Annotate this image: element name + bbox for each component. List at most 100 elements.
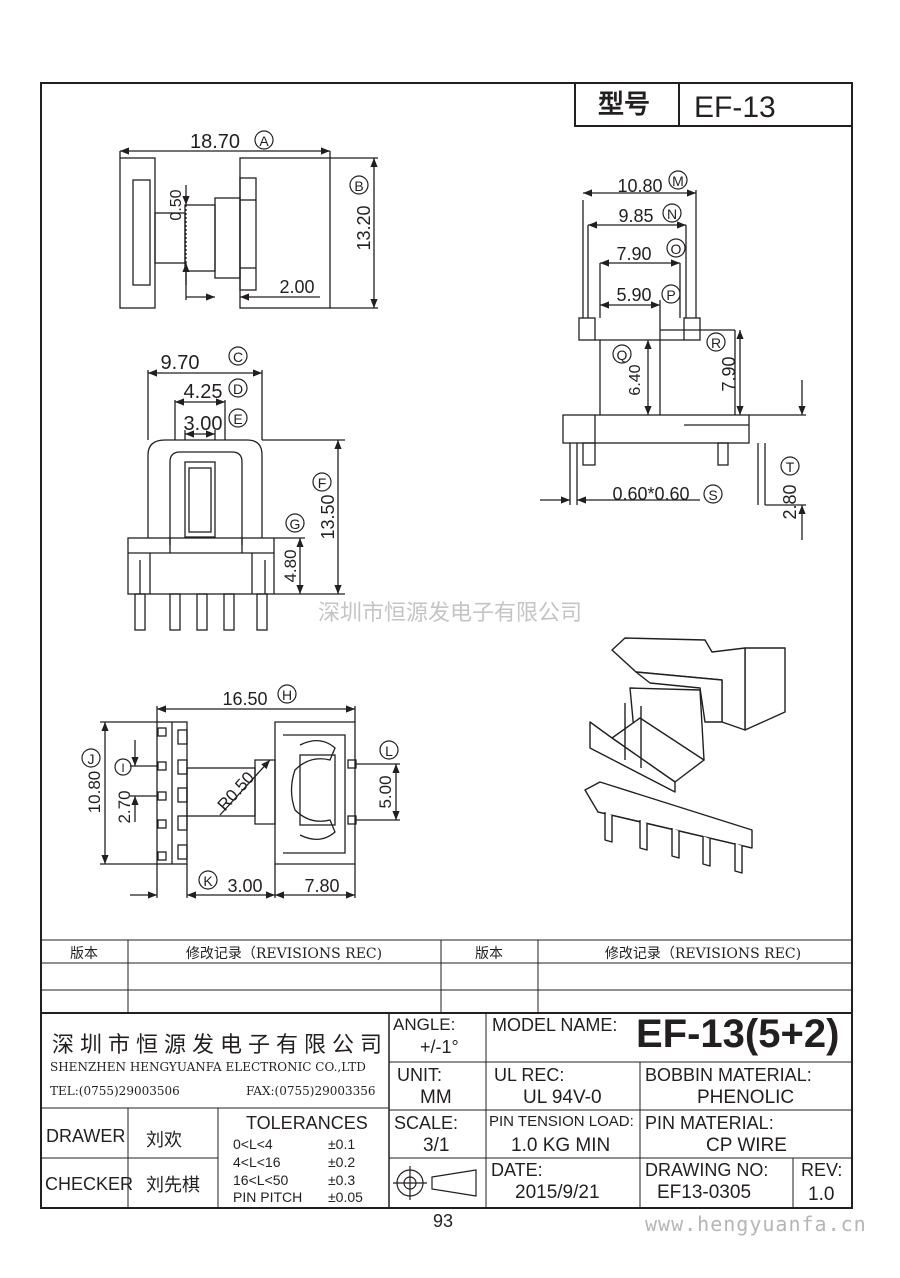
tolerance-value-2: ±0.2 [328,1154,356,1170]
model-name-value: EF-13(5+2) [636,1012,840,1056]
dim-R-letter: R [711,335,721,351]
checker-label: CHECKER [45,1174,134,1194]
scale-label: SCALE: [394,1113,459,1133]
dim-Q-letter: Q [617,347,628,363]
revision-records-label-left: 修改记录（REVISIONS REC) [186,946,382,962]
tolerance-value-3: ±0.3 [328,1172,356,1188]
revision-version-label-left: 版本 [70,946,98,962]
pin-material-label: PIN MATERIAL: [645,1113,774,1133]
page-number: 93 [433,1211,454,1231]
view-right-profile [540,189,806,540]
dim-O-letter: O [671,241,682,257]
dim-Q-value: 6.40 [627,364,644,395]
bobbin-material-value: PHENOLIC [697,1087,795,1108]
rev-value: 1.0 [808,1184,835,1205]
tolerance-range-4: PIN PITCH [233,1189,303,1205]
dim-S-value: 0.60*0.60 [612,484,689,504]
dim-H-letter: H [282,687,292,703]
pin-tension-label: PIN TENSION LOAD: [489,1113,634,1130]
tolerance-range-1: 0<L<4 [233,1136,273,1152]
dim-E-value: 3.00 [184,413,223,435]
ul-rec-label: UL REC: [494,1065,565,1085]
dim-P-letter: P [666,287,675,303]
watermark-text: 深圳市恒源发电子有限公司 [318,600,582,625]
company-name-cn: 深圳市恒源发电子有限公司 [52,1033,389,1058]
dim-T-letter: T [786,459,795,475]
bobbin-material-label: BOBBIN MATERIAL: [645,1065,812,1085]
projection-symbol-icon [393,1166,477,1200]
rev-label: REV: [801,1160,843,1180]
dim-radius-value: R0.50 [214,768,258,814]
drawing-no-label: DRAWING NO: [645,1160,769,1180]
unit-label: UNIT: [397,1065,442,1085]
dim-A-value: 18.70 [190,131,240,153]
dim-780-value: 7.80 [304,876,339,896]
dim-H-value: 16.50 [222,689,267,709]
dim-R-value: 7.90 [719,356,739,391]
dim-N-letter: N [667,206,677,222]
tolerance-range-2: 4<L<16 [233,1154,281,1170]
dim-M-value: 10.80 [617,176,662,196]
dim-T-value: 2.80 [780,484,800,519]
ul-rec-value: UL 94V-0 [523,1087,602,1108]
tolerances-label: TOLERANCES [246,1113,368,1133]
view-bottom-profile [100,705,400,899]
company-fax: FAX:(0755)29003356 [246,1084,376,1098]
dim-A-letter: A [259,133,269,149]
dim-J-value: 10.80 [85,771,104,814]
view-3d-bobbin [584,637,786,874]
dim-D-letter: D [233,381,243,397]
model-name-label: MODEL NAME: [492,1015,618,1035]
dim-C-value: 9.70 [161,352,200,374]
tolerance-value-4: ±0.05 [328,1189,363,1205]
tolerance-value-1: ±0.1 [328,1136,356,1152]
dim-K-letter: K [203,873,213,889]
dim-O-value: 7.90 [616,244,651,264]
dim-F-letter: F [318,475,327,491]
dim-I-value: 2.70 [115,790,134,823]
dim-L-letter: L [385,743,393,759]
dim-K-value: 3.00 [227,876,262,896]
model-header-value: EF-13 [694,91,776,124]
angle-value: +/-1° [420,1037,459,1057]
sheet-border [40,82,853,1209]
angle-label: ANGLE: [393,1015,456,1034]
dim-D-value: 4.25 [184,381,223,403]
dim-B-letter: B [354,178,363,194]
revision-version-label-right: 版本 [475,946,503,962]
dim-C-letter: C [233,349,243,365]
dim-P-value: 5.90 [616,285,651,305]
unit-value: MM [420,1087,452,1108]
dim-200-value: 2.00 [279,277,314,297]
dim-F-value: 13.50 [318,494,338,539]
company-name-en: SHENZHEN HENGYUANFA ELECTRONIC CO.,LTD [50,1060,366,1074]
dim-M-letter: M [672,173,684,189]
pin-tension-value: 1.0 KG MIN [511,1135,611,1156]
dim-L-value: 5.00 [376,775,395,808]
checker-name: 刘先棋 [146,1175,200,1195]
revision-records-label-right: 修改记录（REVISIONS REC) [605,946,801,962]
dim-B-value: 13.20 [354,205,374,250]
date-value: 2015/9/21 [515,1182,600,1203]
tolerance-range-3: 16<L<50 [233,1172,289,1188]
pin-material-value: CP WIRE [706,1135,787,1156]
scale-value: 3/1 [423,1135,450,1156]
drawer-name: 刘欢 [146,1130,182,1150]
model-header-box: 型号 EF-13 [574,82,853,127]
model-header-label: 型号 [598,89,650,119]
drawing-no-value: EF13-0305 [657,1182,752,1203]
dim-E-letter: E [233,411,242,427]
drawer-label: DRAWER [46,1126,126,1146]
company-tel: TEL:(0755)29003506 [50,1084,180,1098]
dim-050-value: 0.50 [168,189,185,220]
dim-I-letter: I [121,761,124,775]
title-block-grid [41,1013,852,1208]
dim-S-letter: S [708,487,717,503]
dim-G-letter: G [290,516,301,532]
view-side-profile [127,369,345,631]
date-label: DATE: [491,1160,543,1180]
website-watermark: www.hengyuanfa.cn [645,1212,867,1236]
revisions-table [41,939,852,1014]
